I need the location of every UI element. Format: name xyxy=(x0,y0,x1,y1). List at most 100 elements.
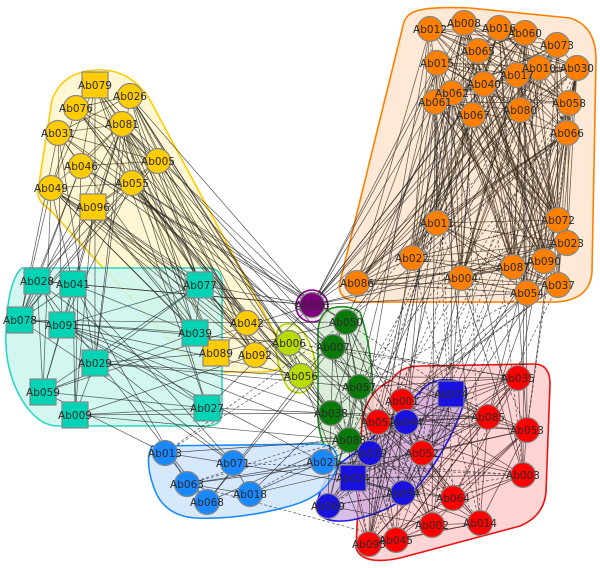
circle-node-shape xyxy=(62,94,90,122)
node-ab004[interactable] xyxy=(447,264,475,292)
node-ab052[interactable] xyxy=(408,439,436,467)
node-ab022[interactable] xyxy=(398,244,426,272)
node-ab090[interactable] xyxy=(530,247,558,275)
node-ab068[interactable] xyxy=(193,488,221,516)
node-ab027[interactable] xyxy=(193,394,221,422)
node-ab050[interactable] xyxy=(332,308,360,336)
edge xyxy=(327,505,433,526)
node-ab003[interactable] xyxy=(509,461,537,489)
node-ab095[interactable] xyxy=(355,530,383,558)
node-ab011[interactable] xyxy=(423,209,451,237)
node-ab085[interactable] xyxy=(474,403,502,431)
node-ab037[interactable] xyxy=(544,271,572,299)
node-ab028[interactable] xyxy=(23,267,51,295)
node-ab042[interactable] xyxy=(233,309,261,337)
node-ab015[interactable] xyxy=(423,49,451,77)
node-ab026[interactable] xyxy=(116,82,144,110)
edge xyxy=(460,219,559,279)
node-ab091[interactable] xyxy=(48,311,76,339)
node-ab021[interactable] xyxy=(309,448,337,476)
node-ab060[interactable] xyxy=(511,19,539,47)
node-ab081[interactable] xyxy=(108,110,136,138)
node-ab055[interactable] xyxy=(118,169,146,197)
edge xyxy=(61,324,234,464)
node-label: Ab062 xyxy=(435,88,469,100)
node-ab036[interactable] xyxy=(298,291,326,319)
node-ab010[interactable] xyxy=(525,54,553,82)
node-ab077[interactable] xyxy=(186,271,214,299)
node-ab039[interactable] xyxy=(181,319,209,347)
node-ab046[interactable] xyxy=(67,152,95,180)
node-ab058[interactable] xyxy=(555,89,583,117)
node-ab078[interactable] xyxy=(6,306,34,334)
node-ab066[interactable] xyxy=(553,119,581,147)
node-ab064[interactable] xyxy=(439,484,467,512)
node-ab016[interactable] xyxy=(485,14,513,42)
node-ab002[interactable] xyxy=(418,511,446,539)
node-ab059[interactable] xyxy=(29,378,57,406)
node-ab086[interactable] xyxy=(343,269,371,297)
edge xyxy=(358,67,540,388)
edge xyxy=(377,284,559,423)
node-label: Ab030 xyxy=(560,63,594,75)
node-ab029[interactable] xyxy=(81,349,109,377)
node-ab069[interactable] xyxy=(314,492,342,520)
node-ab092[interactable] xyxy=(241,341,269,369)
node-ab030[interactable] xyxy=(563,54,591,82)
node-ab094[interactable] xyxy=(389,479,417,507)
node-ab041[interactable] xyxy=(59,270,87,298)
edge xyxy=(352,474,524,479)
node-ab005[interactable] xyxy=(144,147,172,175)
node-ab014[interactable] xyxy=(466,509,494,537)
edge xyxy=(429,28,559,221)
node-ab006[interactable] xyxy=(275,329,303,357)
node-ab088[interactable] xyxy=(335,426,363,454)
node-ab035[interactable] xyxy=(504,364,532,392)
edge xyxy=(92,123,123,208)
node-ab051[interactable] xyxy=(364,408,392,436)
node-ab013[interactable] xyxy=(151,439,179,467)
circle-node-shape xyxy=(298,291,326,319)
node-ab067[interactable] xyxy=(459,101,487,129)
node-ab056[interactable] xyxy=(287,362,315,390)
node-ab074[interactable] xyxy=(437,380,465,408)
node-ab024[interactable] xyxy=(339,464,367,492)
node-ab079[interactable] xyxy=(81,71,109,99)
node-ab031[interactable] xyxy=(44,119,72,147)
edge xyxy=(369,416,489,454)
node-ab049[interactable] xyxy=(37,174,65,202)
node-ab012[interactable] xyxy=(416,15,444,43)
node-ab019[interactable] xyxy=(356,439,384,467)
node-label: Ab086 xyxy=(340,278,374,290)
node-ab065[interactable] xyxy=(464,37,492,65)
node-ab009[interactable] xyxy=(61,401,89,429)
node-ab008[interactable] xyxy=(450,9,478,37)
node-ab045[interactable] xyxy=(382,526,410,554)
node-ab071[interactable] xyxy=(219,449,247,477)
node-ab087[interactable] xyxy=(499,253,527,281)
node-ab044[interactable] xyxy=(392,408,420,436)
node-ab038[interactable] xyxy=(317,399,345,427)
edge xyxy=(232,462,524,476)
node-ab023[interactable] xyxy=(553,229,581,257)
node-ab061[interactable] xyxy=(421,88,449,116)
node-ab053[interactable] xyxy=(513,416,541,444)
node-ab040[interactable] xyxy=(470,70,498,98)
node-ab080[interactable] xyxy=(506,96,534,124)
node-label: Ab089 xyxy=(199,348,233,360)
node-ab057[interactable] xyxy=(345,373,373,401)
node-ab018[interactable] xyxy=(236,480,264,508)
edge xyxy=(524,32,568,134)
node-ab054[interactable] xyxy=(513,279,541,307)
node-ab007[interactable] xyxy=(319,333,347,361)
node-label: Ab071 xyxy=(216,458,250,470)
node-ab096[interactable] xyxy=(79,193,107,221)
circle-node-shape xyxy=(525,54,553,82)
circle-node-shape xyxy=(563,54,591,82)
node-label: Ab052 xyxy=(405,448,439,460)
node-ab076[interactable] xyxy=(62,94,90,122)
node-ab072[interactable] xyxy=(544,206,572,234)
node-ab063[interactable] xyxy=(173,470,201,498)
square-node-shape xyxy=(193,394,221,422)
node-ab073[interactable] xyxy=(543,31,571,59)
